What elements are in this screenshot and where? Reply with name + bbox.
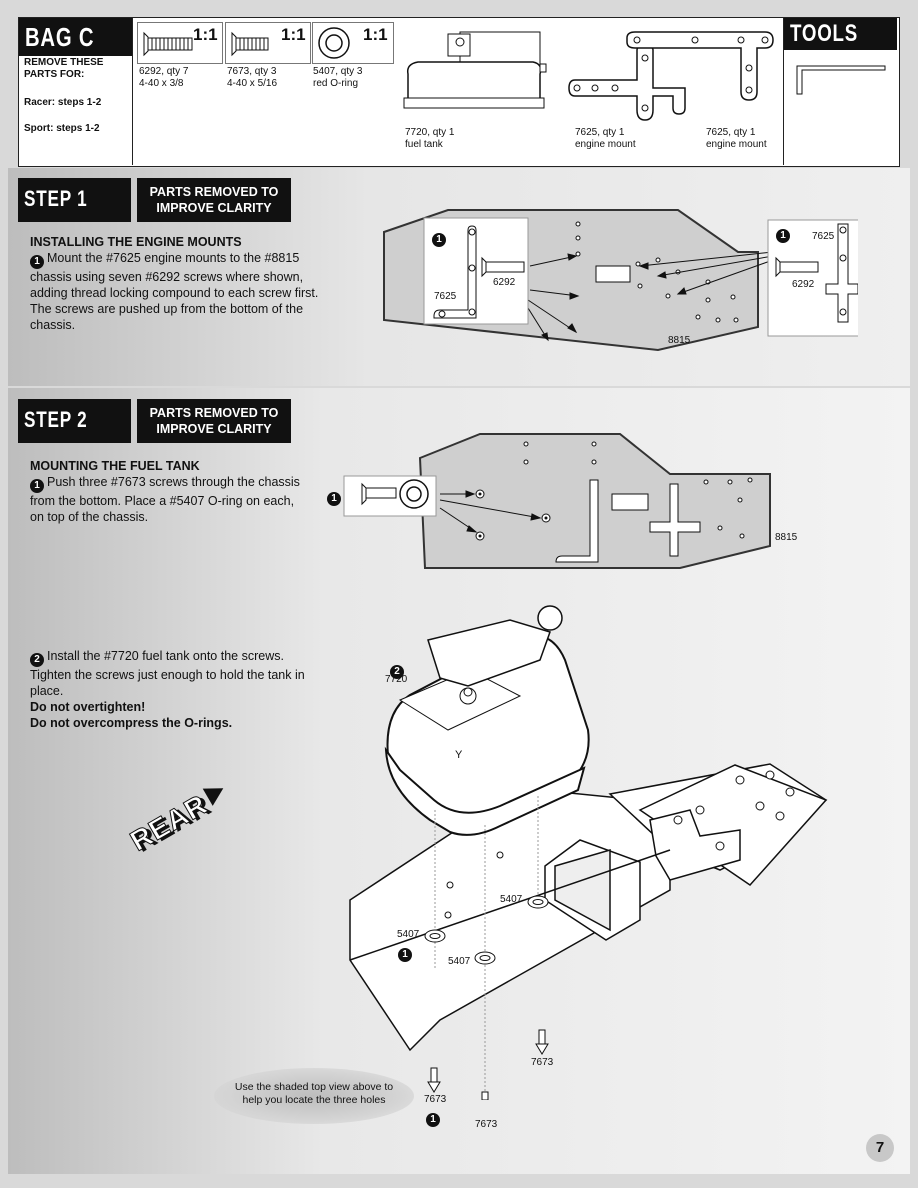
tools-title-box: TOOLS USED — [784, 18, 897, 75]
tools-divider — [783, 18, 784, 165]
step2-removed-banner: PARTS REMOVED TO IMPROVE CLARITY — [137, 399, 291, 443]
step2-bullet1: 1 — [30, 479, 44, 493]
part-7673-box: 1:1 — [225, 22, 311, 64]
tank-number: 7720, qty 1 — [405, 127, 455, 138]
warning-overtighten: Do not overtighten! — [30, 700, 146, 714]
step1-heading: INSTALLING THE ENGINE MOUNTS — [30, 235, 242, 249]
step2-bullet2: 2 — [30, 653, 44, 667]
screw-icon — [231, 31, 269, 57]
part-desc: 4-40 x 5/16 — [227, 78, 278, 89]
part-ratio: 1:1 — [281, 25, 306, 44]
label-6292-right: 6292 — [792, 279, 815, 290]
label-7673-a: 7673 — [531, 1057, 554, 1068]
label-8815-step1: 8815 — [668, 335, 691, 346]
label-8815-step2: 8815 — [775, 532, 798, 543]
part-desc: 4-40 x 3/8 — [139, 78, 184, 89]
label-7720: 7720 — [385, 674, 408, 685]
engine-mount-drawing — [568, 31, 774, 121]
header-divider — [132, 18, 133, 165]
label-7625-left: 7625 — [434, 291, 457, 302]
step1-badge: STEP 1 — [18, 178, 131, 222]
part-number: 7673, qty 3 — [227, 66, 277, 77]
part-ratio: 1:1 — [363, 25, 388, 44]
racer-steps: Racer: steps 1-2 — [24, 97, 102, 108]
step2-instructions2: Install the #7720 fuel tank onto the scr… — [30, 649, 305, 698]
svg-text:Y: Y — [455, 749, 463, 761]
hex-wrench-icon — [796, 65, 886, 95]
label-5407-a: 5407 — [500, 894, 523, 905]
fuel-tank-drawing — [403, 31, 547, 109]
locate-holes-note: Use the shaded top view above to help yo… — [214, 1068, 414, 1124]
tank-desc: fuel tank — [405, 139, 443, 150]
part-number: 5407, qty 3 — [313, 66, 363, 77]
fuel-tank-assembly-diagram: Y — [349, 605, 828, 1100]
step2-instructions1: Push three #7673 screws through the chas… — [30, 475, 300, 524]
remove-heading: REMOVE THESE PARTS FOR: — [24, 57, 104, 80]
bag-title: BAG C — [25, 22, 95, 52]
step2-callout-top: 1 — [327, 486, 344, 506]
step1-instructions: Mount the #7625 engine mounts to the #88… — [30, 251, 319, 332]
step1-callout-left: 1 — [432, 227, 449, 247]
step2-badge: STEP 2 — [18, 399, 131, 443]
sport-steps: Sport: steps 1-2 — [24, 123, 100, 134]
screw-callout: 1 — [426, 1107, 443, 1127]
bag-title-box: BAG C — [19, 18, 132, 56]
note-text: Use the shaded top view above to help yo… — [234, 1081, 394, 1106]
mount-desc-a: engine mount — [575, 139, 636, 150]
part-6292-box: 1:1 — [137, 22, 223, 64]
part-5407-box: 1:1 — [312, 22, 394, 64]
label-5407-c: 5407 — [448, 956, 471, 967]
part-desc: red O-ring — [313, 78, 359, 89]
mount-desc-b: engine mount — [706, 139, 767, 150]
warning-overcompress: Do not overcompress the O-rings. — [30, 716, 233, 730]
tank-callout: 2 — [390, 659, 407, 679]
label-7673-b: 7673 — [424, 1094, 447, 1105]
label-7673-c: 7673 — [475, 1119, 498, 1130]
step1-bullet: 1 — [30, 255, 44, 269]
label-5407-b: 5407 — [397, 929, 420, 940]
part-ratio: 1:1 — [193, 25, 218, 44]
mount-number-a: 7625, qty 1 — [575, 127, 625, 138]
o-ring-icon — [318, 27, 350, 59]
screw-icon — [143, 31, 193, 57]
step2-chassis-diagram — [343, 433, 771, 569]
step1-callout-right: 1 — [776, 223, 793, 243]
mount-number-b: 7625, qty 1 — [706, 127, 756, 138]
oring-callout: 1 — [398, 942, 415, 962]
label-6292-left: 6292 — [493, 277, 516, 288]
part-number: 6292, qty 7 — [139, 66, 189, 77]
page-number: 7 — [866, 1134, 894, 1162]
step2-heading: MOUNTING THE FUEL TANK — [30, 459, 200, 473]
step1-removed-banner: PARTS REMOVED TO IMPROVE CLARITY — [137, 178, 291, 222]
label-7625-right: 7625 — [812, 231, 835, 242]
